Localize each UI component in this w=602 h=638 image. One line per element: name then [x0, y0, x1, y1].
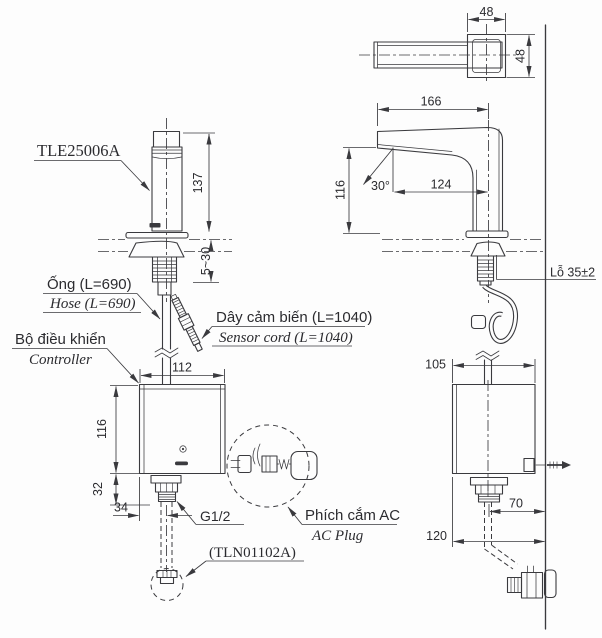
sensor-cord-label-vi: Dây cảm biến (L=1040): [216, 309, 372, 326]
dim-inlet-height: 32: [91, 482, 105, 496]
controller-box-side: [451, 380, 571, 500]
sensor-cord-label-en: Sensor cord (L=1040): [219, 330, 353, 346]
drain-model-label: (TLN01102A): [209, 545, 296, 561]
ac-plug-label-vi: Phích cắm AC: [305, 507, 400, 524]
dim-controller-depth: 105: [425, 358, 446, 372]
dim-controller-width: 112: [172, 361, 192, 375]
drain-detail: [150, 568, 184, 601]
callouts-front: TLE25006A Ống (L=690) Hose (L=690) Bộ đi…: [12, 141, 400, 577]
deck-hole-callout: Lỗ 35±2: [496, 255, 596, 280]
faucet-front: [98, 118, 232, 302]
front-view: 137 5~30 112 116 32 34: [12, 118, 400, 601]
dim-reach: 166: [421, 95, 442, 109]
sensor-window: [149, 223, 161, 228]
dim-top-width: 48: [480, 5, 494, 19]
dim-controller-height: 116: [95, 419, 109, 439]
inlet-fitting-front: [150, 474, 182, 572]
dim-sensor-angle: 30°: [371, 179, 390, 193]
dim-deck-range: 5~30: [199, 247, 213, 275]
dim-inlet-offset: 34: [114, 501, 128, 515]
sensor-cord: [170, 293, 203, 352]
hose-label-en: Hose (L=690): [49, 296, 136, 312]
dim-drain-wall: 120: [426, 529, 447, 543]
dimensions-front: 137 5~30 112 116 32 34: [91, 132, 225, 521]
side-view: 48 48 30°: [334, 5, 596, 630]
controller-box-front: [138, 383, 226, 475]
inlet-fitting-side: [469, 476, 509, 503]
controller-led: [179, 445, 187, 453]
dim-top-depth: 48: [514, 49, 528, 63]
faucet-side: 30°: [363, 120, 543, 303]
dim-spout-height: 137: [191, 173, 205, 194]
controller-label-vi: Bộ điều khiển: [15, 331, 106, 348]
hose-front: [154, 294, 179, 385]
dim-sensor-reach: 124: [431, 178, 452, 192]
dim-side-height: 116: [334, 180, 348, 200]
hose-loop-side: [470, 284, 519, 385]
supply-thread-label: G1/2: [200, 508, 231, 524]
controller-label-en: Controller: [29, 352, 92, 368]
ac-plug-detail: [226, 424, 318, 508]
ac-plug-label-en: AC Plug: [311, 528, 364, 544]
controller-slot: [175, 461, 188, 466]
hose-label-vi: Ống (L=690): [47, 275, 132, 293]
deck-hole-label: Lỗ 35±2: [550, 265, 595, 280]
dimensions-side: 166 116 124 105 70 120: [334, 95, 546, 547]
dim-supply-wall: 70: [509, 497, 523, 511]
product-code-label: TLE25006A: [37, 141, 120, 160]
spout-top-view: 48 48: [359, 5, 535, 84]
supply-pipe-valve: [484, 502, 557, 599]
